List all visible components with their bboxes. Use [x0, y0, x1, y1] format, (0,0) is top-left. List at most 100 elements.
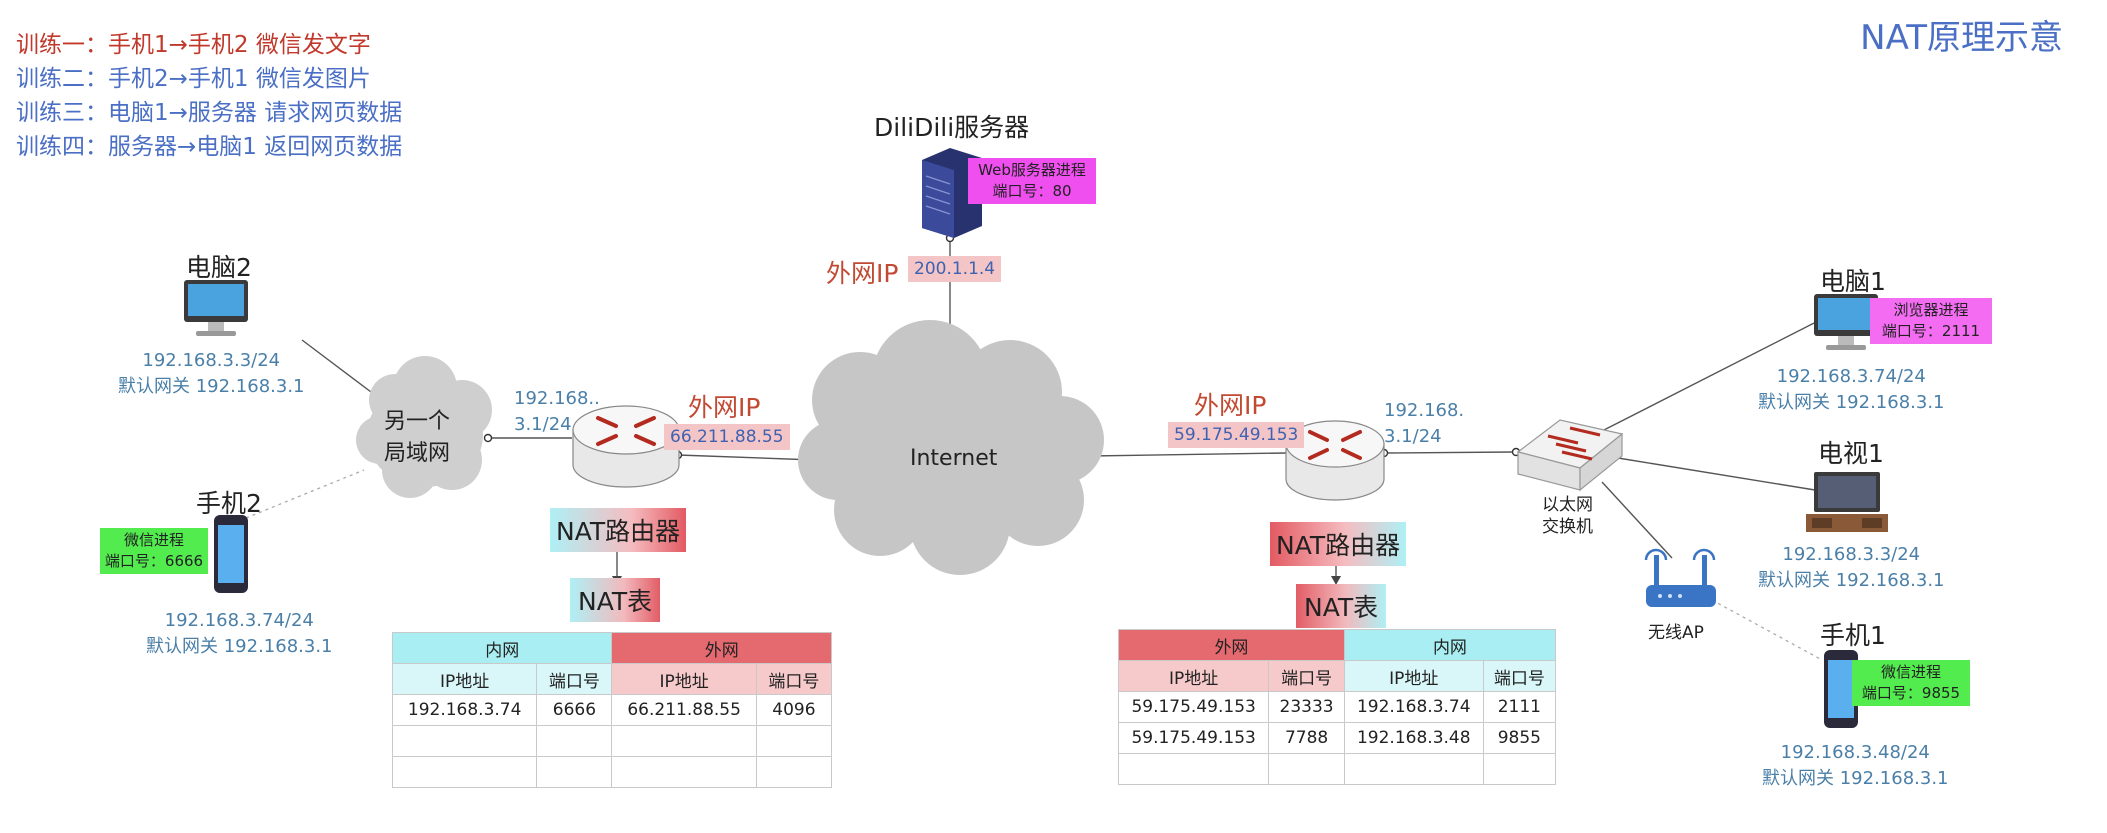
right-table-group-wan: 外网 [1118, 629, 1345, 661]
pc2-gateway: 默认网关 192.168.3.1 [118, 376, 305, 397]
ap-label: 无线AP [1648, 623, 1704, 643]
switch-label: 以太网 交换机 [1542, 495, 1593, 537]
right-wan-label: 外网IP [1194, 391, 1267, 420]
right-wan-ip: 59.175.49.153 [1168, 422, 1305, 448]
pc2-name: 电脑2 [186, 253, 252, 282]
lan-cloud-label: 另一个 局域网 [384, 409, 451, 466]
table-cell [755, 756, 833, 788]
phone2-process-name: 微信进程 [123, 531, 184, 549]
pc1-gateway: 默认网关 192.168.3.1 [1758, 392, 1945, 413]
pc1-name: 电脑1 [1820, 267, 1886, 296]
right-table-group-lan: 内网 [1343, 629, 1557, 661]
table-cell: 192.168.3.48 [1343, 722, 1484, 754]
left-table-col-port-wan: 端口号 [755, 663, 833, 695]
diagram-title: NAT原理示意 [1860, 18, 2063, 58]
task-1: 训练一：手机1→手机2 微信发文字 [16, 32, 371, 58]
pc1-process-port: 端口号：2111 [1881, 322, 1981, 340]
pc1-monitor-icon [1814, 294, 1878, 350]
table-cell [536, 725, 613, 757]
link-switch-pc1 [1599, 319, 1821, 433]
wifi-link-phone1 [1711, 599, 1823, 661]
table-row: 59.175.49.153 23333 192.168.3.74 2111 [1117, 691, 1557, 723]
table-cell [1343, 753, 1484, 785]
table-cell: 23333 [1268, 691, 1345, 723]
table-cell [1268, 753, 1345, 785]
wifi-link-phone2 [245, 469, 365, 519]
table-cell: 7788 [1268, 722, 1345, 754]
table-cell: 66.211.88.55 [611, 694, 757, 726]
router-left-icon [572, 405, 680, 488]
pc1-process-tag: 浏览器进程 端口号：2111 [1870, 298, 1992, 344]
table-cell [536, 756, 613, 788]
link-pc2-lan [301, 339, 376, 396]
left-wan-ip: 66.211.88.55 [664, 424, 790, 450]
tv1-gateway: 默认网关 192.168.3.1 [1758, 570, 1945, 591]
left-nat-router-label: NAT路由器 [550, 508, 687, 552]
right-table-col-port-wan: 端口号 [1268, 660, 1345, 692]
left-nat-table-label: NAT表 [570, 578, 661, 622]
internet-cloud [798, 320, 1104, 575]
phone2-icon [214, 515, 248, 593]
link-router-internet [677, 454, 816, 461]
right-nat-router-label: NAT路由器 [1270, 522, 1407, 566]
task-2: 训练二：手机2→手机1 微信发图片 [16, 66, 371, 92]
link-router-switch [1383, 451, 1515, 454]
task-3: 训练三：电脑1→服务器 请求网页数据 [16, 100, 403, 126]
tv1-name: 电视1 [1818, 439, 1884, 468]
pc2-ip: 192.168.3.3/24 [142, 350, 281, 371]
left-router-lan-ip: 192.168.. 3.1/24 [514, 388, 600, 435]
server-wan-label: 外网IP [826, 259, 899, 288]
server-process-tag: Web服务器进程 端口号：80 [968, 158, 1096, 204]
phone1-net-info: 192.168.3.48/24 默认网关 192.168.3.1 [1762, 740, 1949, 792]
task-4: 训练四：服务器→电脑1 返回网页数据 [16, 134, 403, 160]
pc1-net-info: 192.168.3.74/24 默认网关 192.168.3.1 [1758, 364, 1945, 416]
phone2-net-info: 192.168.3.74/24 默认网关 192.168.3.1 [146, 608, 333, 660]
router-right-icon [1285, 420, 1385, 501]
left-table-group-wan: 外网 [611, 632, 832, 664]
server-icon [922, 148, 982, 238]
phone2-process-port: 端口号：6666 [104, 552, 204, 570]
tv-icon [1806, 472, 1888, 532]
phone1-name: 手机1 [1820, 621, 1886, 650]
phone1-process-name: 微信进程 [1880, 663, 1941, 681]
right-table-col-ip-lan: IP地址 [1343, 660, 1484, 692]
arrow-head-right [1331, 576, 1341, 585]
link-switch-ap [1601, 481, 1673, 559]
table-row [391, 756, 833, 788]
table-cell: 192.168.3.74 [1343, 691, 1484, 723]
phone1-ip: 192.168.3.48/24 [1780, 742, 1930, 763]
right-table-col-port-lan: 端口号 [1482, 660, 1557, 692]
table-cell [1482, 753, 1557, 785]
right-nat-table: 外网 内网 IP地址 端口号 IP地址 端口号 59.175.49.153 23… [1117, 629, 1557, 785]
link-switch-tv1 [1617, 457, 1816, 491]
phone2-name: 手机2 [196, 489, 262, 518]
phone1-gateway: 默认网关 192.168.3.1 [1762, 768, 1949, 789]
left-table-col-ip-lan: IP地址 [391, 663, 538, 695]
right-table-col-ip-wan: IP地址 [1117, 660, 1270, 692]
internet-label: Internet [910, 446, 998, 471]
right-router-lan-ip: 192.168. 3.1/24 [1384, 400, 1465, 447]
phone1-process-tag: 微信进程 端口号：9855 [1852, 660, 1970, 706]
phone2-ip: 192.168.3.74/24 [164, 610, 314, 631]
server-ip: 200.1.1.4 [908, 256, 1002, 282]
table-row [391, 725, 833, 757]
tv1-net-info: 192.168.3.3/24 默认网关 192.168.3.1 [1758, 542, 1945, 594]
server-process-port: 端口号：80 [992, 182, 1072, 200]
wireless-ap-icon [1644, 548, 1716, 607]
server-name: DiliDili服务器 [874, 113, 1030, 142]
phone1-process-port: 端口号：9855 [1861, 684, 1961, 702]
left-table-group-lan: 内网 [391, 632, 613, 664]
left-table-col-ip-wan: IP地址 [611, 663, 757, 695]
right-nat-table-label: NAT表 [1296, 584, 1387, 628]
pc1-process-name: 浏览器进程 [1893, 301, 1969, 319]
table-cell: 4096 [755, 694, 833, 726]
phone2-process-tag: 微信进程 端口号：6666 [100, 528, 208, 574]
pc1-ip: 192.168.3.74/24 [1776, 366, 1926, 387]
left-nat-table: 内网 外网 IP地址 端口号 IP地址 端口号 192.168.3.74 666… [391, 632, 833, 788]
tv1-ip: 192.168.3.3/24 [1782, 544, 1921, 565]
table-row: 192.168.3.74 6666 66.211.88.55 4096 [391, 694, 833, 726]
left-table-col-port-lan: 端口号 [536, 663, 613, 695]
table-cell: 9855 [1482, 722, 1557, 754]
table-cell [611, 725, 757, 757]
